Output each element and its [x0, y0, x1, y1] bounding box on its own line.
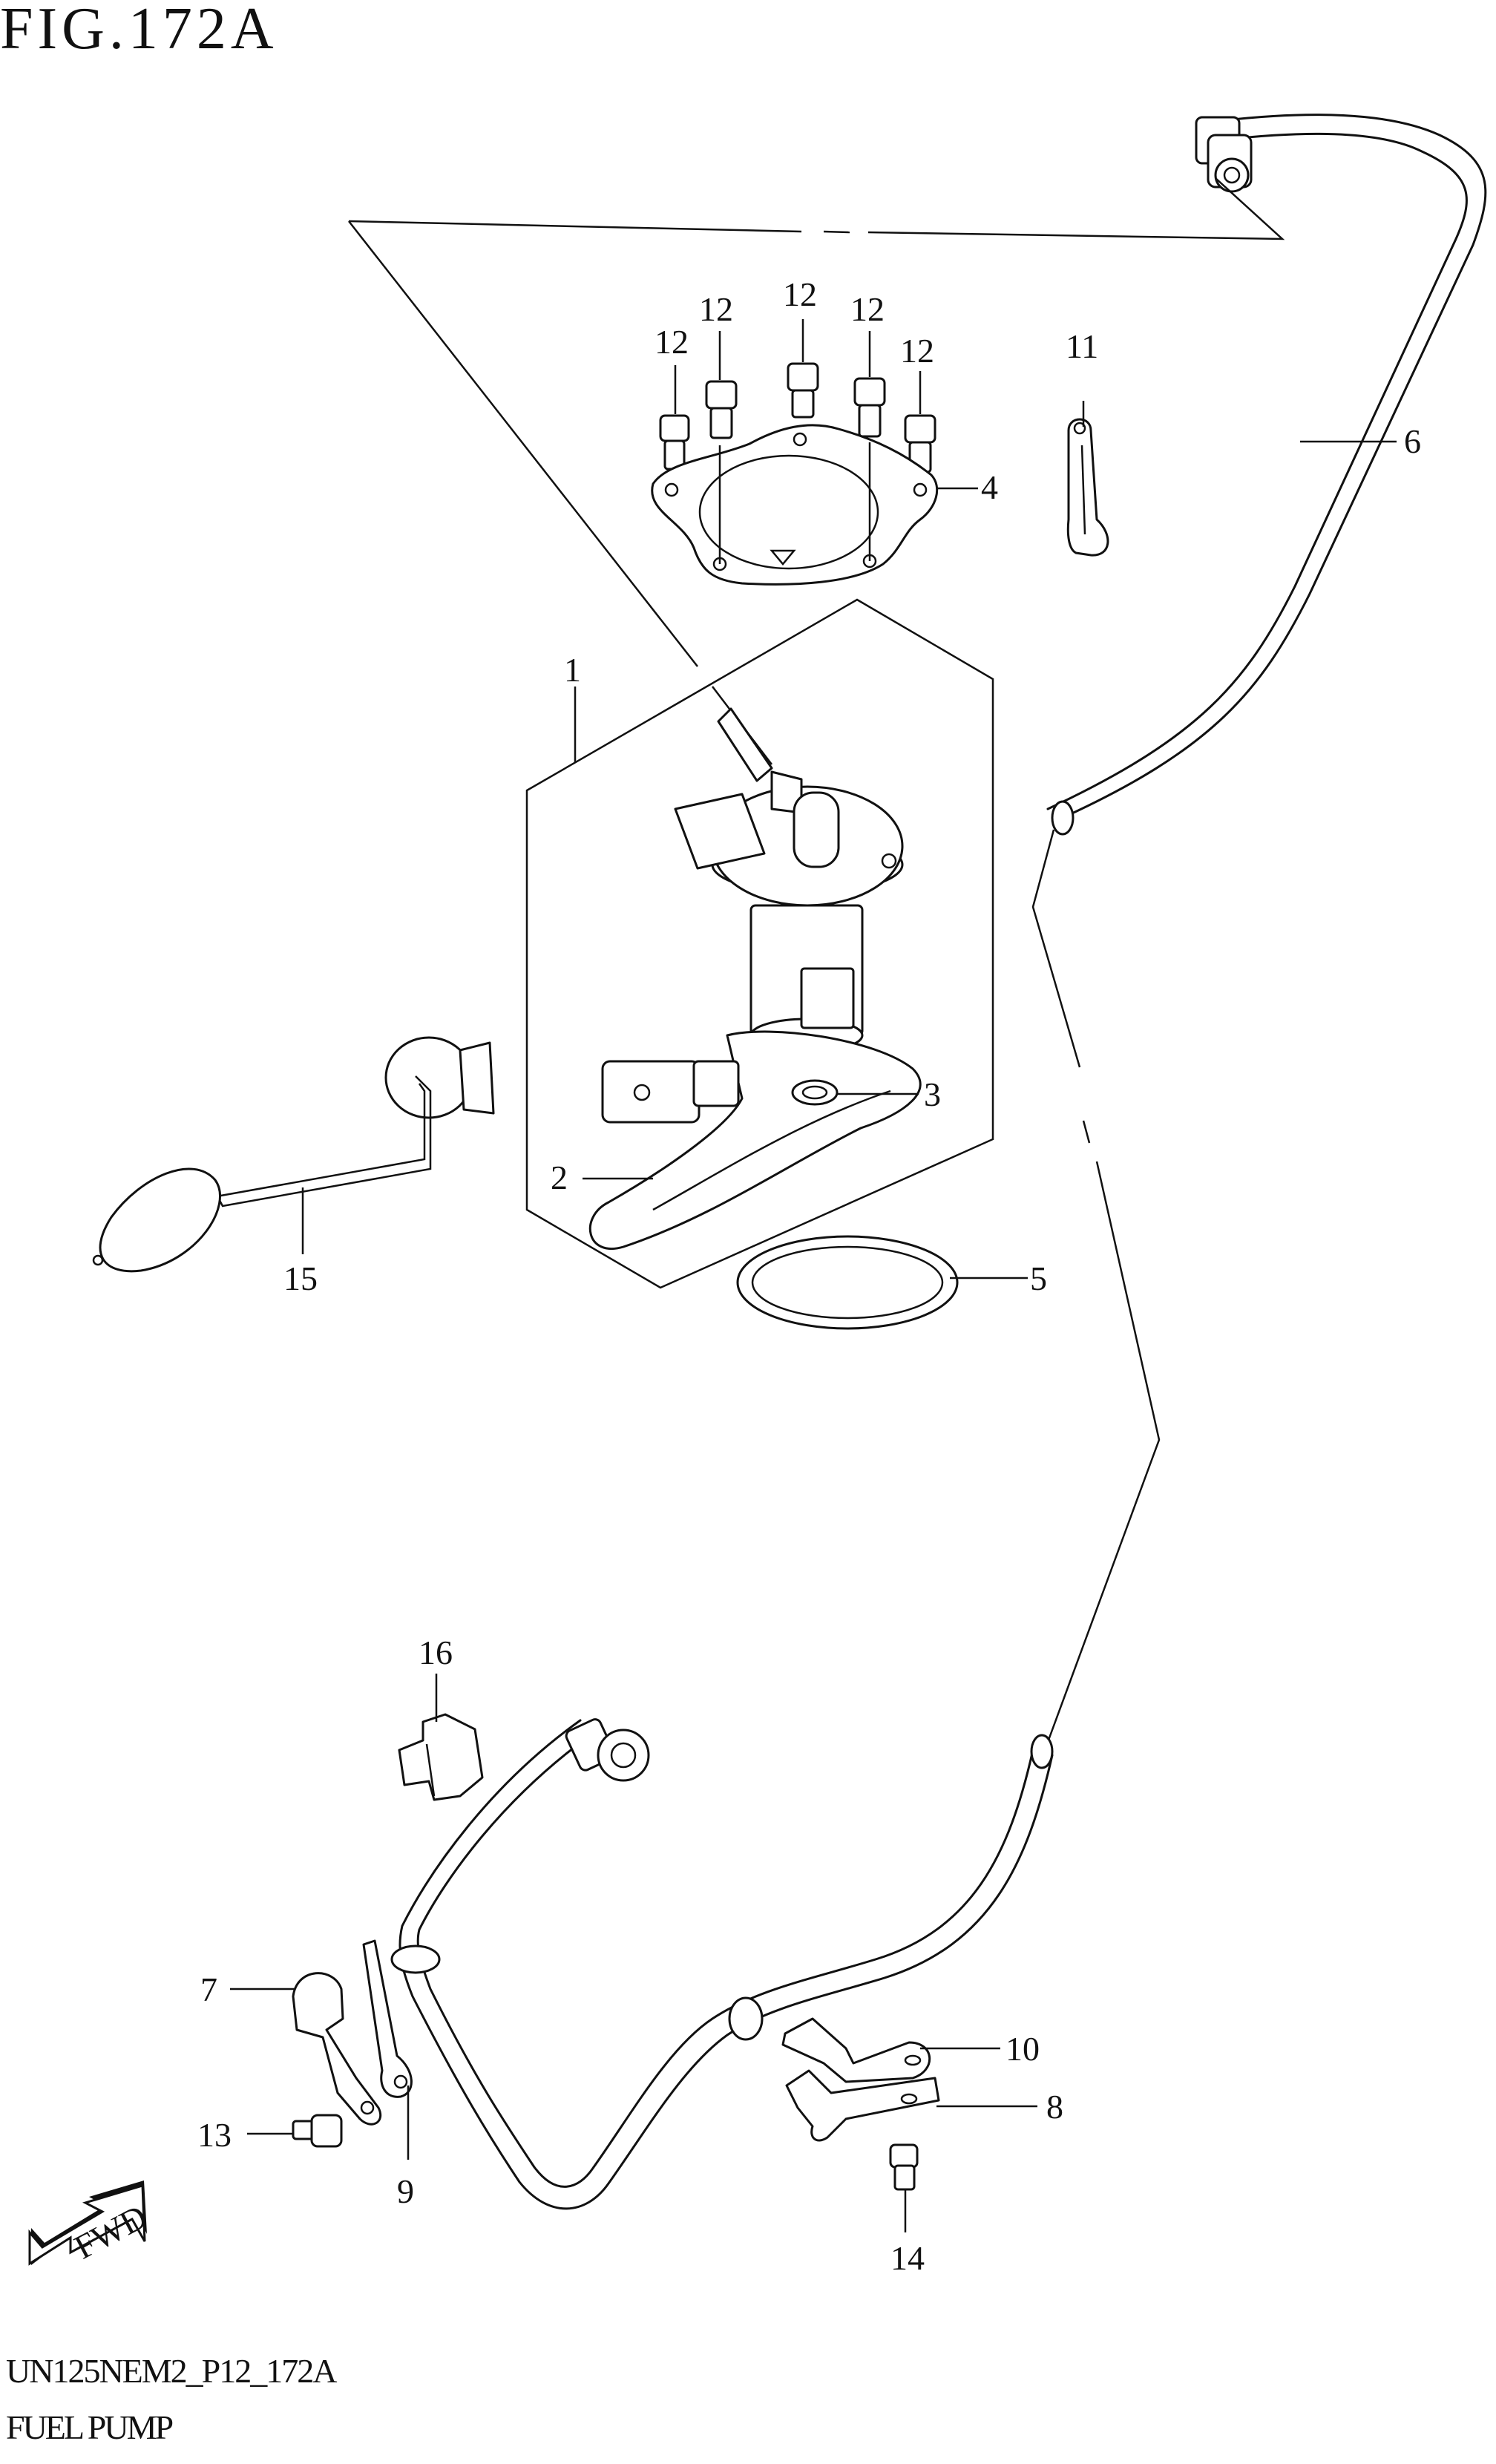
callout-labels: 1 2 3 4 5 6 7 8 9 10 11 12 12 12 12 12 1…	[197, 275, 1421, 2277]
bracket-8	[785, 2069, 940, 2142]
bolt-icon	[787, 362, 819, 419]
callout-11: 11	[1066, 327, 1098, 365]
bolt-12-group	[659, 362, 936, 474]
callout-5: 5	[1030, 1259, 1047, 1297]
bracket-7	[292, 1972, 382, 2126]
diagram-code: UN125NEM2_P12_172A	[6, 2352, 337, 2390]
fwd-direction-badge: FWD	[28, 2180, 153, 2267]
callout-15: 15	[283, 1259, 318, 1297]
callout-9: 9	[397, 2172, 414, 2210]
callout-6: 6	[1404, 422, 1421, 460]
callout-16: 16	[419, 1634, 453, 1671]
callout-3: 3	[924, 1075, 941, 1113]
callout-10: 10	[1005, 2030, 1040, 2068]
callout-1: 1	[564, 651, 581, 689]
pump-assembly-frame	[525, 598, 994, 1289]
callout-12b: 12	[699, 290, 733, 328]
callout-8: 8	[1046, 2088, 1063, 2126]
fuel-pump-1	[674, 707, 904, 1053]
callout-12d: 12	[850, 290, 885, 328]
hose-ring-clamp	[390, 1944, 764, 2041]
o-ring-3	[791, 1079, 839, 1106]
callout-2: 2	[551, 1159, 568, 1196]
callout-14: 14	[890, 2239, 925, 2277]
strap-9	[362, 1939, 413, 2098]
gasket-ring-5	[736, 1235, 959, 1330]
callout-13: 13	[197, 2116, 232, 2154]
reference-lines	[348, 177, 1285, 1751]
hose-lower-connector	[565, 1718, 650, 1782]
callout-12e: 12	[900, 332, 934, 370]
callout-12a: 12	[654, 323, 689, 361]
bolt-13	[292, 2114, 343, 2148]
diagram-name: FUEL PUMP	[6, 2408, 174, 2446]
fuel-level-sender-15	[92, 1036, 495, 1273]
fuel-hose-lower	[390, 1718, 1054, 2210]
bolt-icon	[705, 380, 738, 439]
clip-11	[1066, 418, 1109, 557]
figure-title: FIG.172A	[0, 0, 278, 62]
callout-4: 4	[981, 468, 998, 506]
bolt-icon	[853, 377, 886, 438]
bolt-14	[889, 2143, 919, 2191]
callout-12c: 12	[783, 275, 817, 313]
callout-7: 7	[200, 1970, 217, 2008]
fuel-strainer-2	[588, 1030, 922, 1250]
flange-plate-4	[651, 424, 939, 586]
fuel-hose-upper	[1046, 114, 1487, 836]
clamp-16	[398, 1713, 484, 1801]
hose-upper-connector	[1195, 116, 1253, 193]
bolt-icon	[659, 414, 690, 471]
leader-lines	[230, 319, 1397, 2232]
bracket-10	[781, 2017, 931, 2083]
